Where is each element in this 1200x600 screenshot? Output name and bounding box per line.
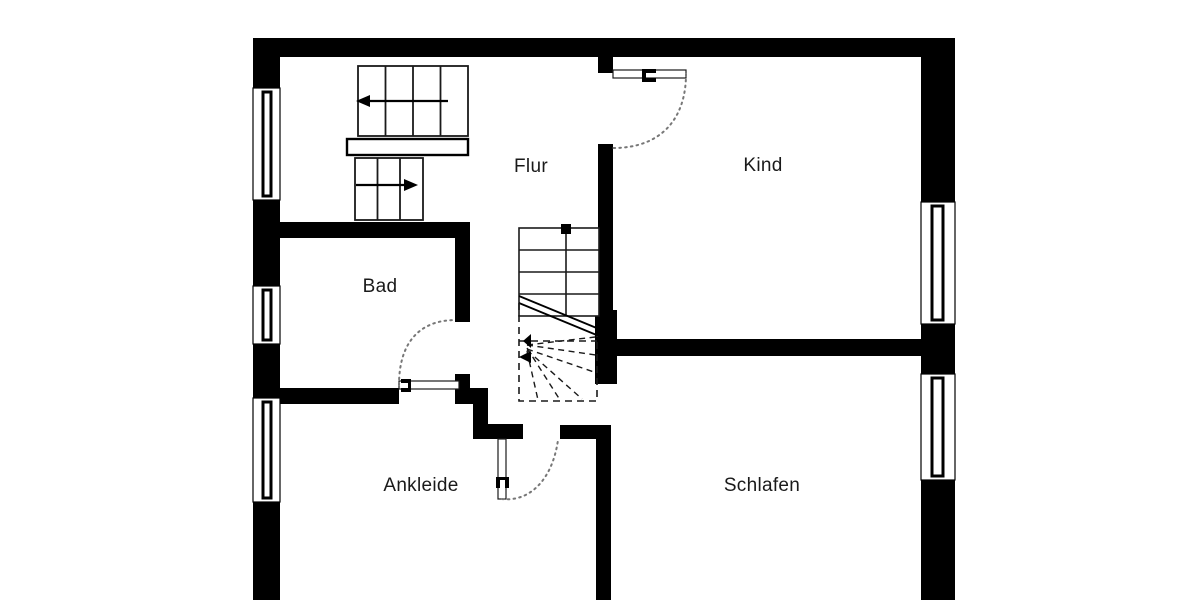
door-swing-arc-ankleide — [501, 439, 559, 501]
door-handle-ankleide — [496, 477, 509, 488]
wall-flur-kind-stub-top — [598, 57, 613, 73]
window-right-lower — [920, 373, 956, 481]
wall-exterior-left-seg2 — [253, 198, 280, 288]
door-leaf-ankleide — [497, 438, 507, 500]
wall-flur-schlafen-lower — [596, 425, 611, 600]
wall-exterior-top — [253, 38, 955, 57]
stair-winder-arrow-a — [523, 334, 531, 348]
stair-break-line — [518, 295, 600, 337]
room-label-bad: Bad — [363, 276, 398, 297]
outer-walls — [253, 38, 955, 600]
wall-stair-pier — [595, 310, 617, 384]
wall-exterior-right-seg2 — [921, 322, 955, 376]
staircase-winder — [518, 224, 600, 402]
wall-flur-kind-main — [598, 144, 613, 312]
interior-walls — [280, 57, 923, 600]
wall-kind-schlafen — [613, 339, 923, 356]
wall-exterior-right-seg1 — [921, 38, 955, 204]
wall-bad-north — [280, 222, 469, 238]
window-left-lower — [252, 397, 281, 503]
door-swing-arc-bad — [398, 319, 457, 386]
windows — [252, 87, 956, 503]
room-label-flur: Flur — [514, 156, 548, 177]
wall-exterior-left-seg4 — [253, 500, 280, 600]
wall-bad-south-west — [280, 388, 399, 404]
stair-arrow-up-left — [356, 95, 448, 107]
door-ankleide — [496, 438, 559, 501]
room-label-ankleide: Ankleide — [383, 475, 458, 496]
room-label-kind: Kind — [743, 155, 782, 176]
window-left-middle — [252, 285, 281, 345]
wall-exterior-left-seg3 — [253, 342, 280, 400]
stair-arrow-down-right — [356, 179, 418, 191]
window-right-upper — [920, 201, 956, 325]
stair-winder-radials — [526, 336, 597, 401]
stair-winder-dashed-outline — [518, 303, 598, 402]
door-bad-south — [398, 319, 460, 392]
stair-winder-arrow-b — [519, 351, 531, 363]
door-flur-kind-top — [612, 69, 687, 149]
door-swing-arc-flur-kind — [612, 73, 687, 149]
door-handle-flur-kind — [642, 69, 656, 82]
room-label-schlafen: Schlafen — [724, 475, 800, 496]
wall-exterior-right-seg3 — [921, 478, 955, 600]
wall-exterior-left-seg1 — [253, 38, 280, 90]
window-left-upper — [252, 87, 281, 201]
staircase-upper-flight — [345, 65, 470, 221]
wall-ankleide-jog-horizontal — [473, 424, 523, 439]
stair-newel-post — [561, 224, 571, 234]
wall-bad-east — [455, 222, 470, 322]
room-labels: Flur Kind Bad Ankleide Schlafen — [363, 155, 800, 496]
wall-ankleide-door-jamb-right — [560, 425, 598, 439]
door-handle-bad — [401, 379, 411, 392]
